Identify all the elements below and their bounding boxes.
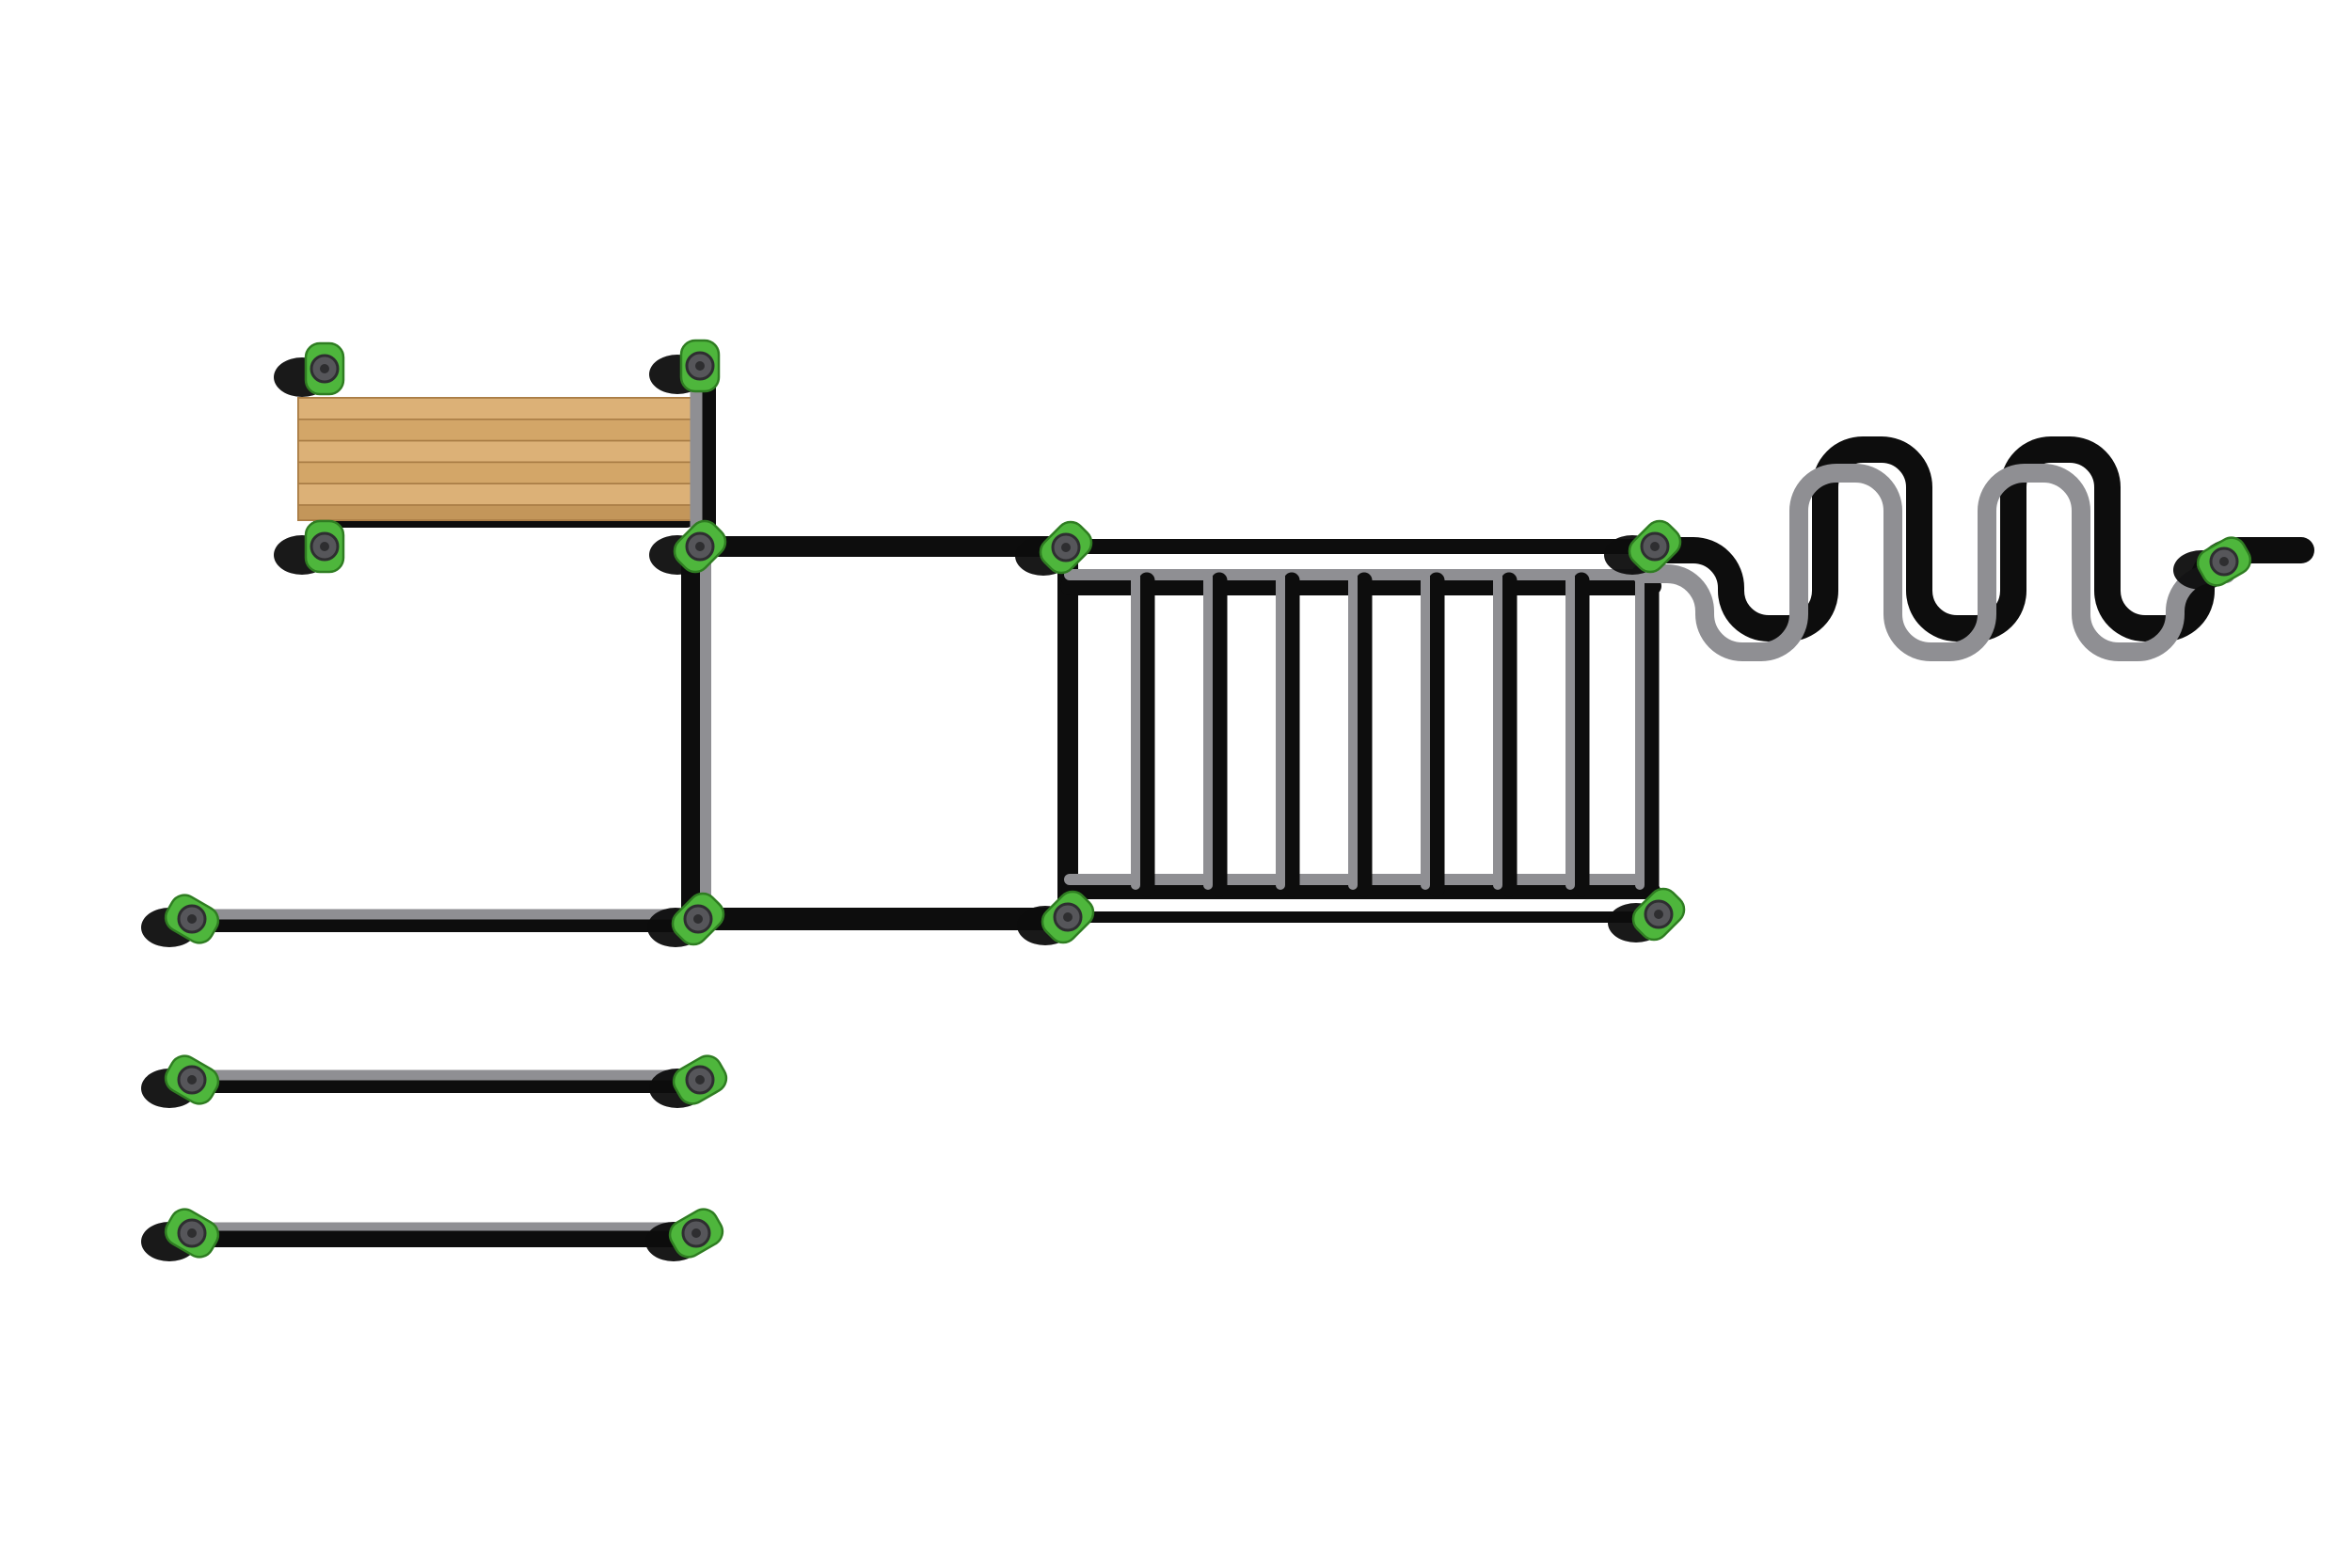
serpentine-rail xyxy=(1631,464,2235,661)
clamp-square-top-left-bolt-center xyxy=(695,542,705,551)
clamp-square-bottom-right-bolt-center xyxy=(1063,912,1073,922)
wood-deck-edge xyxy=(297,504,706,521)
clamp-ladder-top-right-bolt-center xyxy=(1650,542,1660,551)
clamp-deck-top-right-bolt-center xyxy=(695,361,705,371)
cap-low-bar-left-bolt-center xyxy=(187,914,197,924)
wood-plank xyxy=(297,483,706,506)
clamp-serpentine-end-bolt-center xyxy=(2219,557,2229,566)
clamp-square-top-right-bolt-center xyxy=(1061,543,1071,552)
wood-plank xyxy=(297,461,706,484)
wood-plank xyxy=(297,397,706,420)
wood-plank xyxy=(297,439,706,464)
clamp-deck-top-left-bolt-center xyxy=(320,364,329,373)
clamp-deck-bottom-left-bolt-center xyxy=(320,542,329,551)
clamp-square-bottom-left-bolt-center xyxy=(693,914,703,924)
serpentine-rail xyxy=(1654,436,2314,641)
cap-middle-bar-left-bolt-center xyxy=(187,1075,197,1085)
cap-bottom-bar-left-bolt-center xyxy=(187,1228,197,1238)
cap-bottom-bar-right-bolt-center xyxy=(691,1228,701,1238)
clamp-ladder-bottom-right-bolt-center xyxy=(1654,910,1663,919)
cap-middle-bar-right-bolt-center xyxy=(695,1075,705,1085)
wood-plank xyxy=(297,418,706,442)
